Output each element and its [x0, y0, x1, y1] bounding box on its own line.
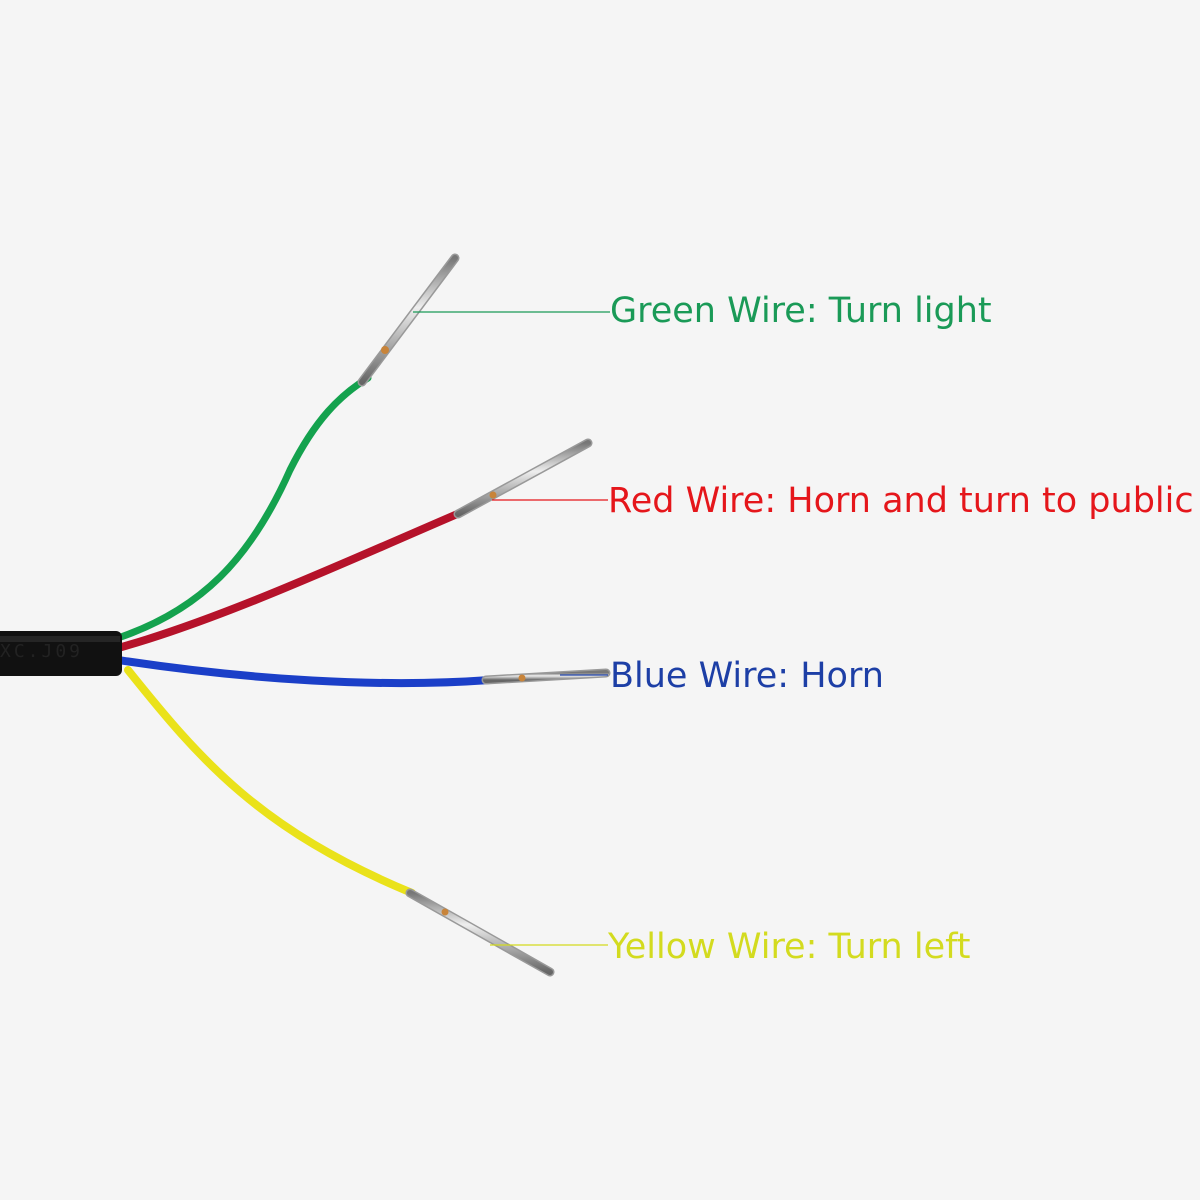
blue-terminal — [481, 668, 611, 685]
red-wire — [114, 508, 466, 652]
yellow-terminal — [405, 888, 555, 977]
red-wire-label: Red Wire: Horn and turn to public — [608, 481, 1194, 521]
cable-jacket-print: XC.J09 — [0, 641, 84, 662]
green-terminal — [357, 253, 460, 387]
blue-wire-label: Blue Wire: Horn — [610, 656, 884, 696]
cable-jacket — [0, 631, 122, 676]
yellow-wire-label: Yellow Wire: Turn left — [608, 927, 971, 967]
yellow-wire — [124, 666, 416, 897]
green-wire-label: Green Wire: Turn light — [610, 291, 992, 331]
green-wire — [114, 374, 372, 642]
blue-wire — [114, 656, 494, 688]
red-terminal — [453, 438, 593, 519]
